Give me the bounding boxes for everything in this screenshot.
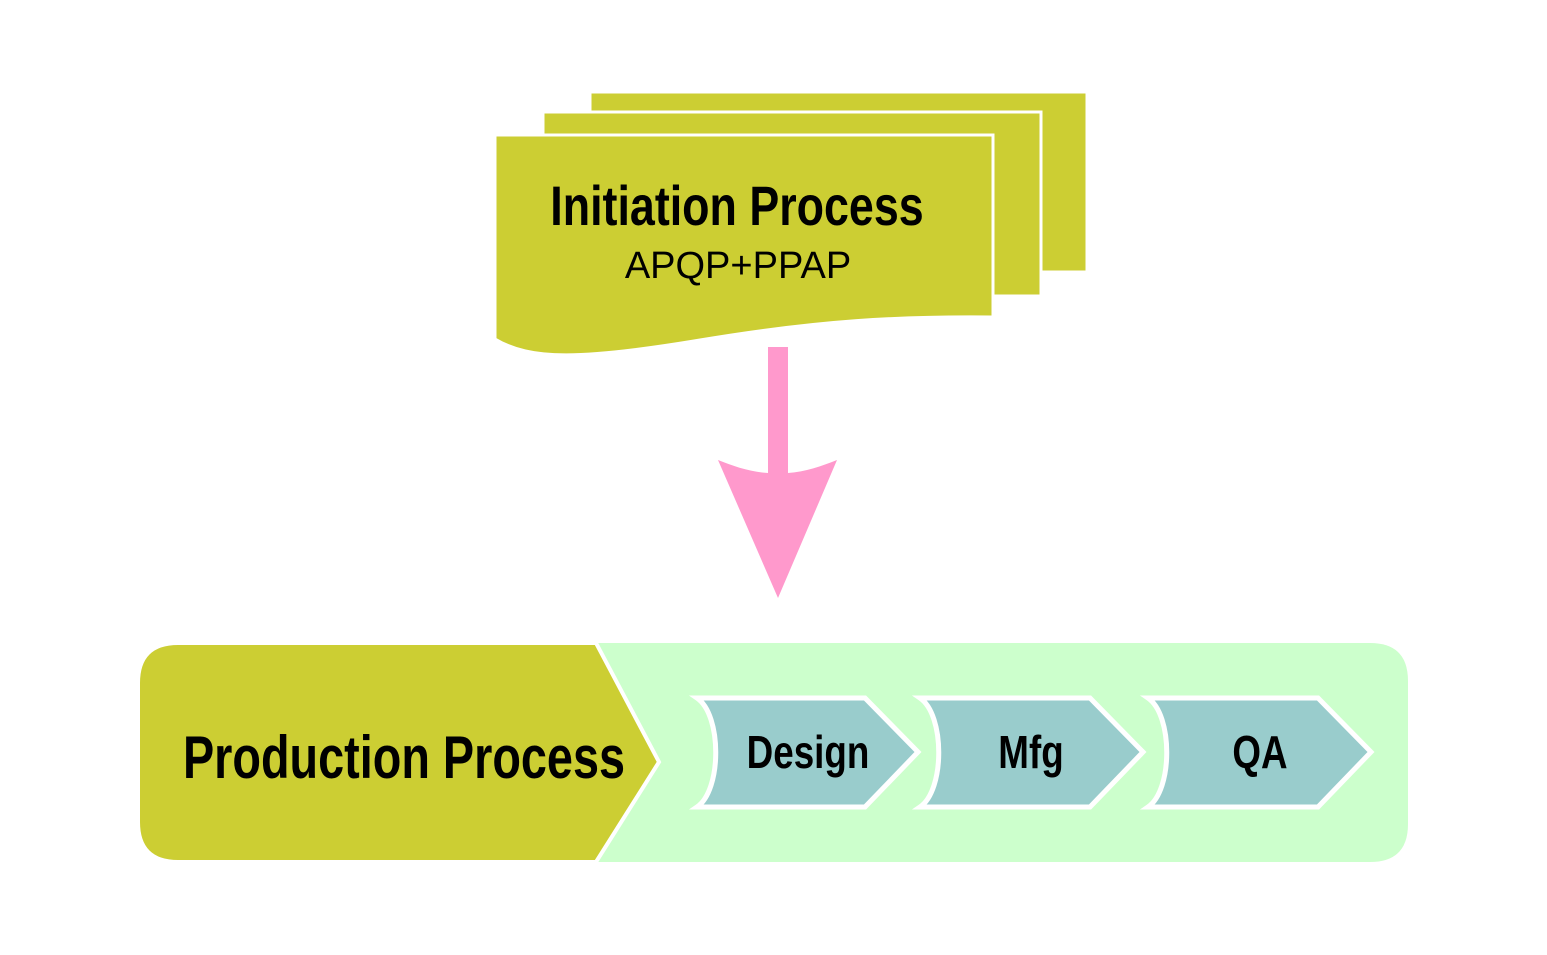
production-title-chevron bbox=[136, 641, 662, 864]
initiation-process-shape: Initiation Process APQP+PPAP bbox=[493, 90, 1089, 357]
step-design: Design bbox=[688, 695, 922, 810]
step-mfg-chevron bbox=[911, 695, 1147, 810]
down-arrow-icon bbox=[718, 347, 837, 598]
step-mfg: Mfg bbox=[911, 695, 1147, 810]
step-mfg-label: Mfg bbox=[998, 726, 1063, 778]
step-qa: QA bbox=[1139, 695, 1375, 810]
step-design-chevron bbox=[688, 695, 922, 810]
initiation-subtitle: APQP+PPAP bbox=[625, 245, 851, 287]
doc-sheet-front bbox=[493, 133, 995, 357]
production-title: Production Process bbox=[183, 724, 625, 791]
step-qa-label: QA bbox=[1232, 726, 1287, 778]
step-design-label: Design bbox=[747, 726, 870, 778]
initiation-title: Initiation Process bbox=[550, 174, 923, 237]
step-qa-chevron bbox=[1139, 695, 1375, 810]
